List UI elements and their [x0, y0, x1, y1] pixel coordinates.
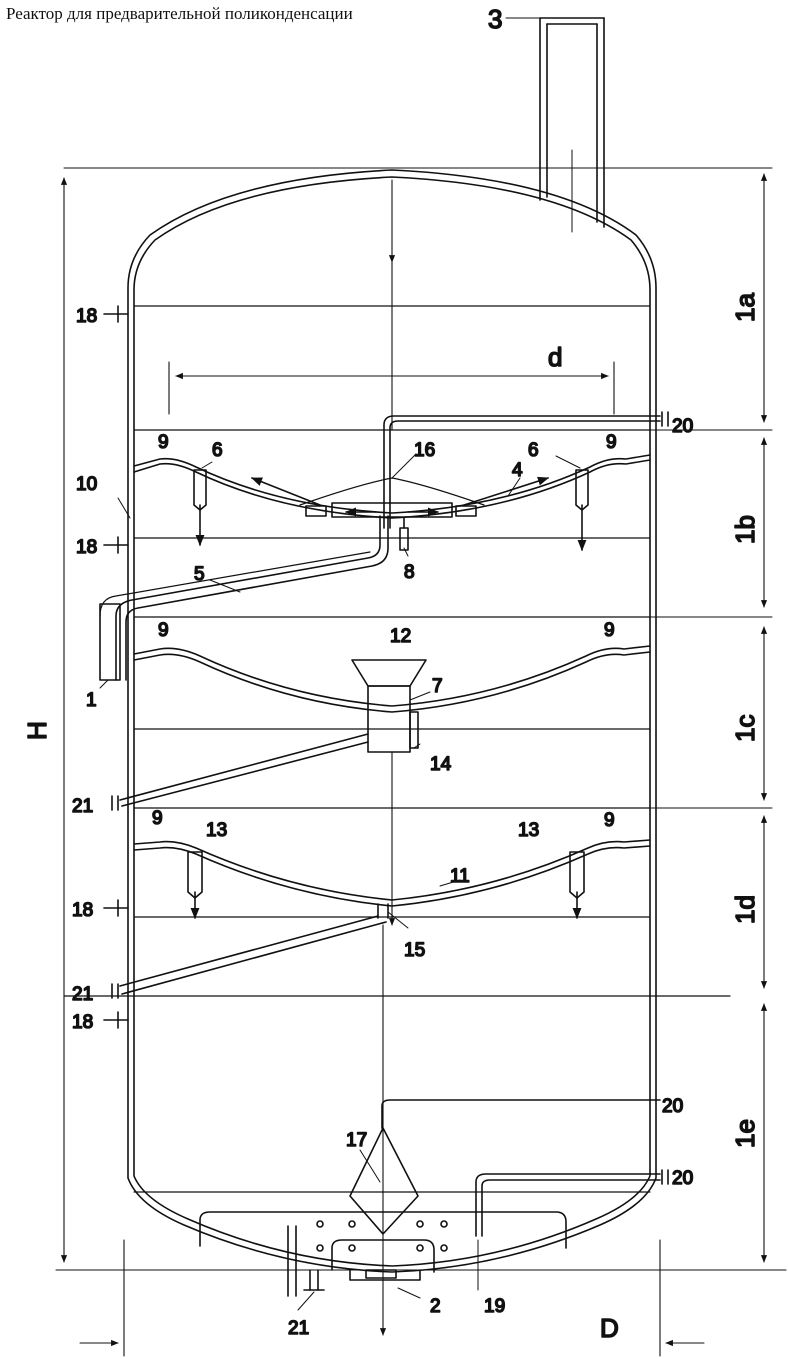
- bottom-outlets: [288, 1226, 420, 1296]
- label-4: 4: [512, 460, 523, 481]
- pipe-21-upper: [112, 734, 368, 810]
- label-20-b: 20: [662, 1096, 683, 1117]
- label-11: 11: [450, 866, 470, 887]
- label-6-a: 6: [212, 440, 223, 461]
- label-1: 1: [86, 690, 97, 711]
- dimension-label-h: H: [22, 721, 52, 740]
- label-9-f: 9: [604, 810, 615, 831]
- zone-label-1d: 1d: [730, 895, 760, 924]
- zone-label-1e: 1e: [730, 1119, 760, 1148]
- label-17: 17: [346, 1130, 367, 1151]
- label-7: 7: [432, 676, 443, 697]
- label-9-e: 9: [152, 808, 163, 829]
- label-16: 16: [414, 440, 435, 461]
- label-14: 14: [430, 754, 452, 775]
- label-20-c: 20: [672, 1168, 693, 1189]
- label-19: 19: [484, 1296, 505, 1317]
- zone-label-1a: 1a: [730, 293, 760, 322]
- label-13-a: 13: [206, 820, 227, 841]
- dimension-label-d: d: [548, 342, 562, 372]
- nozzle-8: [400, 518, 408, 550]
- label-15: 15: [404, 940, 425, 961]
- label-9-d: 9: [604, 620, 615, 641]
- label-2: 2: [430, 1296, 441, 1317]
- label-20-a: 20: [672, 416, 693, 437]
- label-13-b: 13: [518, 820, 539, 841]
- label-5: 5: [194, 564, 205, 585]
- label-9-c: 9: [158, 620, 169, 641]
- label-6-b: 6: [528, 440, 539, 461]
- zone-label-1c: 1c: [730, 715, 760, 742]
- label-18-b: 18: [76, 537, 97, 558]
- dimension-label-D: D: [600, 1313, 619, 1343]
- leader-lines: [100, 18, 580, 1310]
- label-9-a: 9: [158, 432, 169, 453]
- label-18-a: 18: [76, 306, 97, 327]
- label-21-c: 21: [288, 1318, 309, 1339]
- tray-7: [134, 646, 650, 712]
- label-3: 3: [488, 4, 502, 34]
- label-18-c: 18: [72, 900, 93, 921]
- vapour-outlet-nozzle: [506, 18, 604, 232]
- outlet-15: [112, 904, 388, 998]
- overflow-tubes-13: [188, 852, 584, 918]
- pipe-20-middle: [382, 1100, 660, 1128]
- zone-label-1b: 1b: [730, 515, 760, 544]
- feed-pipe-5: [100, 516, 388, 680]
- label-21-a: 21: [72, 796, 93, 817]
- label-9-b: 9: [606, 432, 617, 453]
- label-10: 10: [76, 474, 97, 495]
- pipe-20-bottom: [476, 1170, 668, 1236]
- label-8: 8: [404, 562, 415, 583]
- label-12: 12: [390, 626, 411, 647]
- label-21-b: 21: [72, 984, 93, 1005]
- label-18-d: 18: [72, 1012, 93, 1033]
